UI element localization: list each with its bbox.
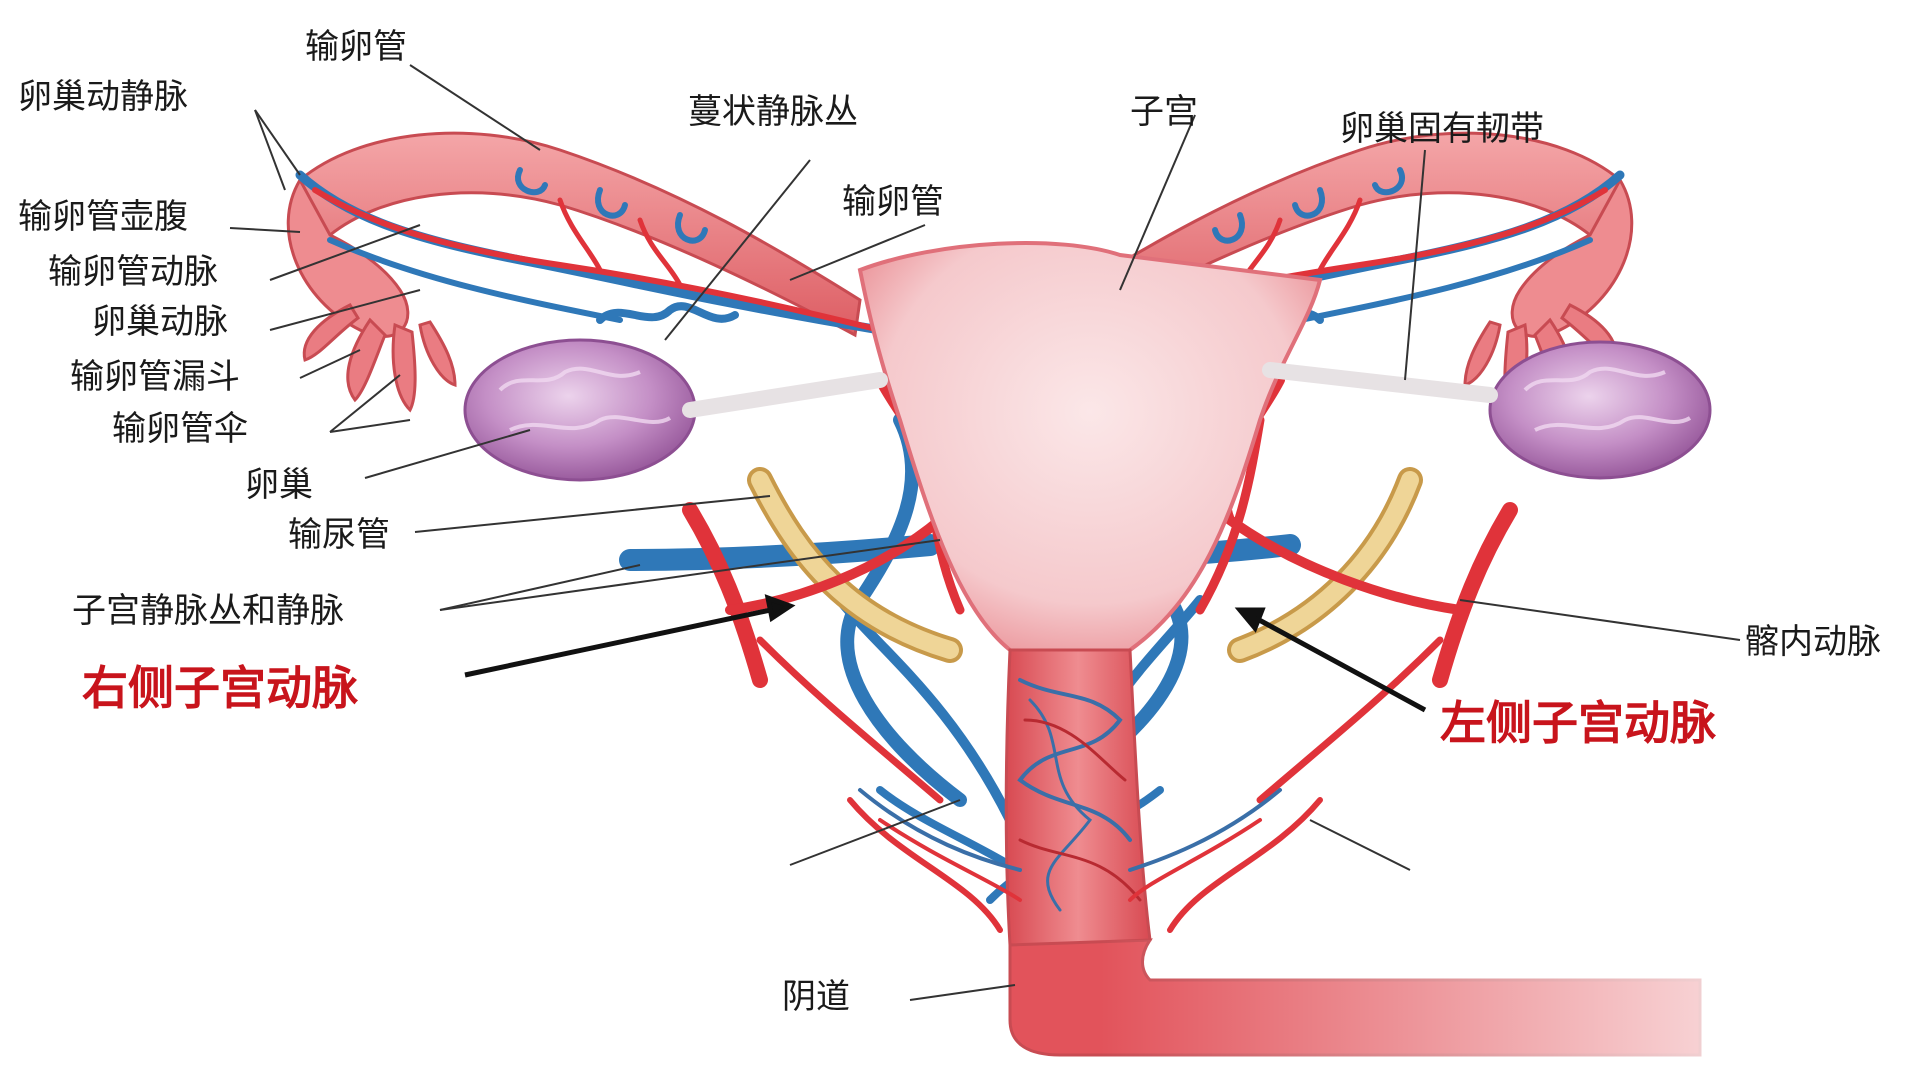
vaginal-plexus bbox=[858, 678, 1282, 912]
uterine-artery-arrows bbox=[464, 594, 1427, 713]
label-pampiniform-plexus: 蔓状静脉丛 bbox=[688, 92, 858, 132]
right-ovary bbox=[463, 338, 697, 482]
label-ovarian-ligament: 卵巢固有韧带 bbox=[1340, 109, 1544, 149]
label-fimbriae: 输卵管伞 bbox=[112, 409, 248, 449]
fade-overlay bbox=[1100, 940, 1920, 1080]
label-internal-iliac-artery: 髂内动脉 bbox=[1745, 622, 1881, 662]
right-fimbriae bbox=[302, 303, 457, 413]
leader-lines bbox=[229, 64, 1741, 1001]
label-tubal-artery: 输卵管动脉 bbox=[48, 252, 218, 292]
label-fallopian-tube-top: 输卵管 bbox=[305, 27, 407, 67]
label-vagina: 阴道 bbox=[782, 977, 850, 1017]
ovarian-ligament-band-left bbox=[1262, 362, 1498, 403]
ovarian-ligament-band bbox=[682, 372, 888, 418]
label-ureter: 输尿管 bbox=[288, 515, 390, 555]
label-uterine-plexus: 子宫静脉丛和静脉 bbox=[72, 591, 344, 631]
label-ovarian-vessels: 卵巢动静脉 bbox=[18, 77, 188, 117]
uterus-body bbox=[857, 241, 1323, 667]
label-ovary: 卵巢 bbox=[245, 465, 313, 505]
label-ovarian-artery: 卵巢动脉 bbox=[92, 302, 228, 342]
left-ovary bbox=[1488, 340, 1712, 480]
label-uterus: 子宫 bbox=[1130, 92, 1198, 132]
label-left-uterine-artery: 左侧子宫动脉 bbox=[1440, 696, 1716, 750]
label-fallopian-tube-mid: 输卵管 bbox=[842, 182, 944, 222]
label-right-uterine-artery: 右侧子宫动脉 bbox=[82, 661, 358, 715]
label-infundibulum: 输卵管漏斗 bbox=[70, 357, 240, 397]
label-ampulla: 输卵管壶腹 bbox=[18, 197, 188, 237]
